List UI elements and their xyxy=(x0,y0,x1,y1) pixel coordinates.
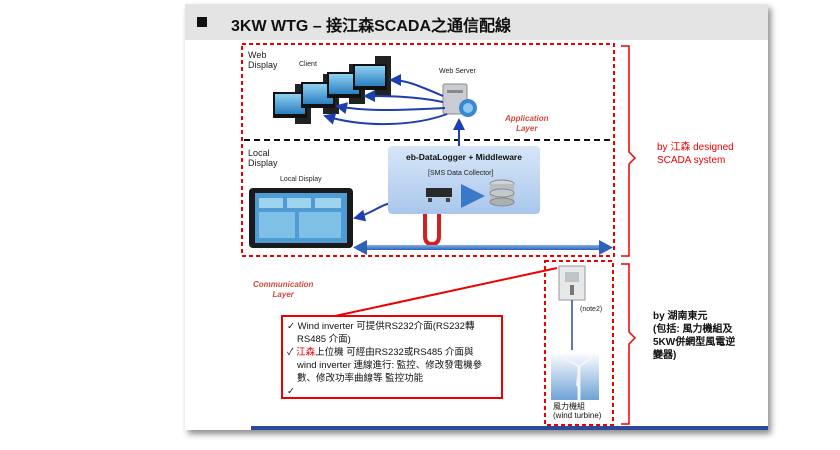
notes-text: ✓ Wind inverter 可提供RS232介面(RS232轉 RS485 … xyxy=(287,320,501,398)
web-server-label: Web Server xyxy=(439,68,476,75)
communication-layer-label: Communication Layer xyxy=(253,280,314,299)
slide: 3KW WTG – 接江森SCADA之通信配線 xyxy=(185,4,768,430)
note-line-6: ✓ xyxy=(287,386,295,397)
local-display-section-label: Local Display xyxy=(248,148,278,168)
inverter-cabinet-icon xyxy=(558,265,586,301)
local-display-device-label: Local Display xyxy=(280,176,322,183)
application-box xyxy=(241,43,615,257)
note-line-3: ✓ 江森上位機 可經由RS232或RS485 介面與 xyxy=(287,347,474,358)
title-bar: 3KW WTG – 接江森SCADA之通信配線 xyxy=(185,4,768,40)
diagram-canvas xyxy=(241,43,637,426)
application-layer-label: Application Layer xyxy=(505,114,549,133)
page-title: 3KW WTG – 接江森SCADA之通信配線 xyxy=(231,18,512,35)
bottom-bar xyxy=(251,426,768,430)
jiangsen-side-note: by 江森 designed SCADA system xyxy=(657,142,734,166)
wind-turbine-icon xyxy=(551,352,599,400)
wind-turbine-box xyxy=(544,260,614,426)
red-connector xyxy=(423,210,441,247)
note-line-5: 數、修改功率曲線等 監控功能 xyxy=(297,373,424,384)
hunan-side-note: by 湖南東元 (包括: 風力機組及 5KW併網型風電逆 變器) xyxy=(653,311,736,361)
web-server-icon xyxy=(442,83,477,117)
wind-turbine-label: 風力機組 (wind turbine) xyxy=(553,402,602,420)
datalogger-devices xyxy=(426,179,515,208)
communication-bus-arrow xyxy=(353,240,613,255)
note-line-1: ✓ Wind inverter 可提供RS232介面(RS232轉 xyxy=(287,321,475,332)
notes-box xyxy=(281,315,503,399)
datalogger-box: eb-DataLogger + Middleware [SMS Data Col… xyxy=(388,146,540,214)
web-display-label: Web Display xyxy=(248,50,278,70)
sms-collector-label: [SMS Data Collector] xyxy=(428,170,494,177)
datalogger-title: eb-DataLogger + Middleware xyxy=(406,152,522,162)
client-label: Client xyxy=(299,61,317,68)
note-line-2: RS485 介面) xyxy=(297,334,351,345)
client-computers-icon xyxy=(273,56,391,124)
note2-label: (note2) xyxy=(580,306,603,313)
title-bullet-icon xyxy=(197,17,207,27)
note-line-4: wind inverter 連線進行: 監控、修改發電機參 xyxy=(297,360,483,371)
local-display-tablet-icon xyxy=(249,188,353,248)
